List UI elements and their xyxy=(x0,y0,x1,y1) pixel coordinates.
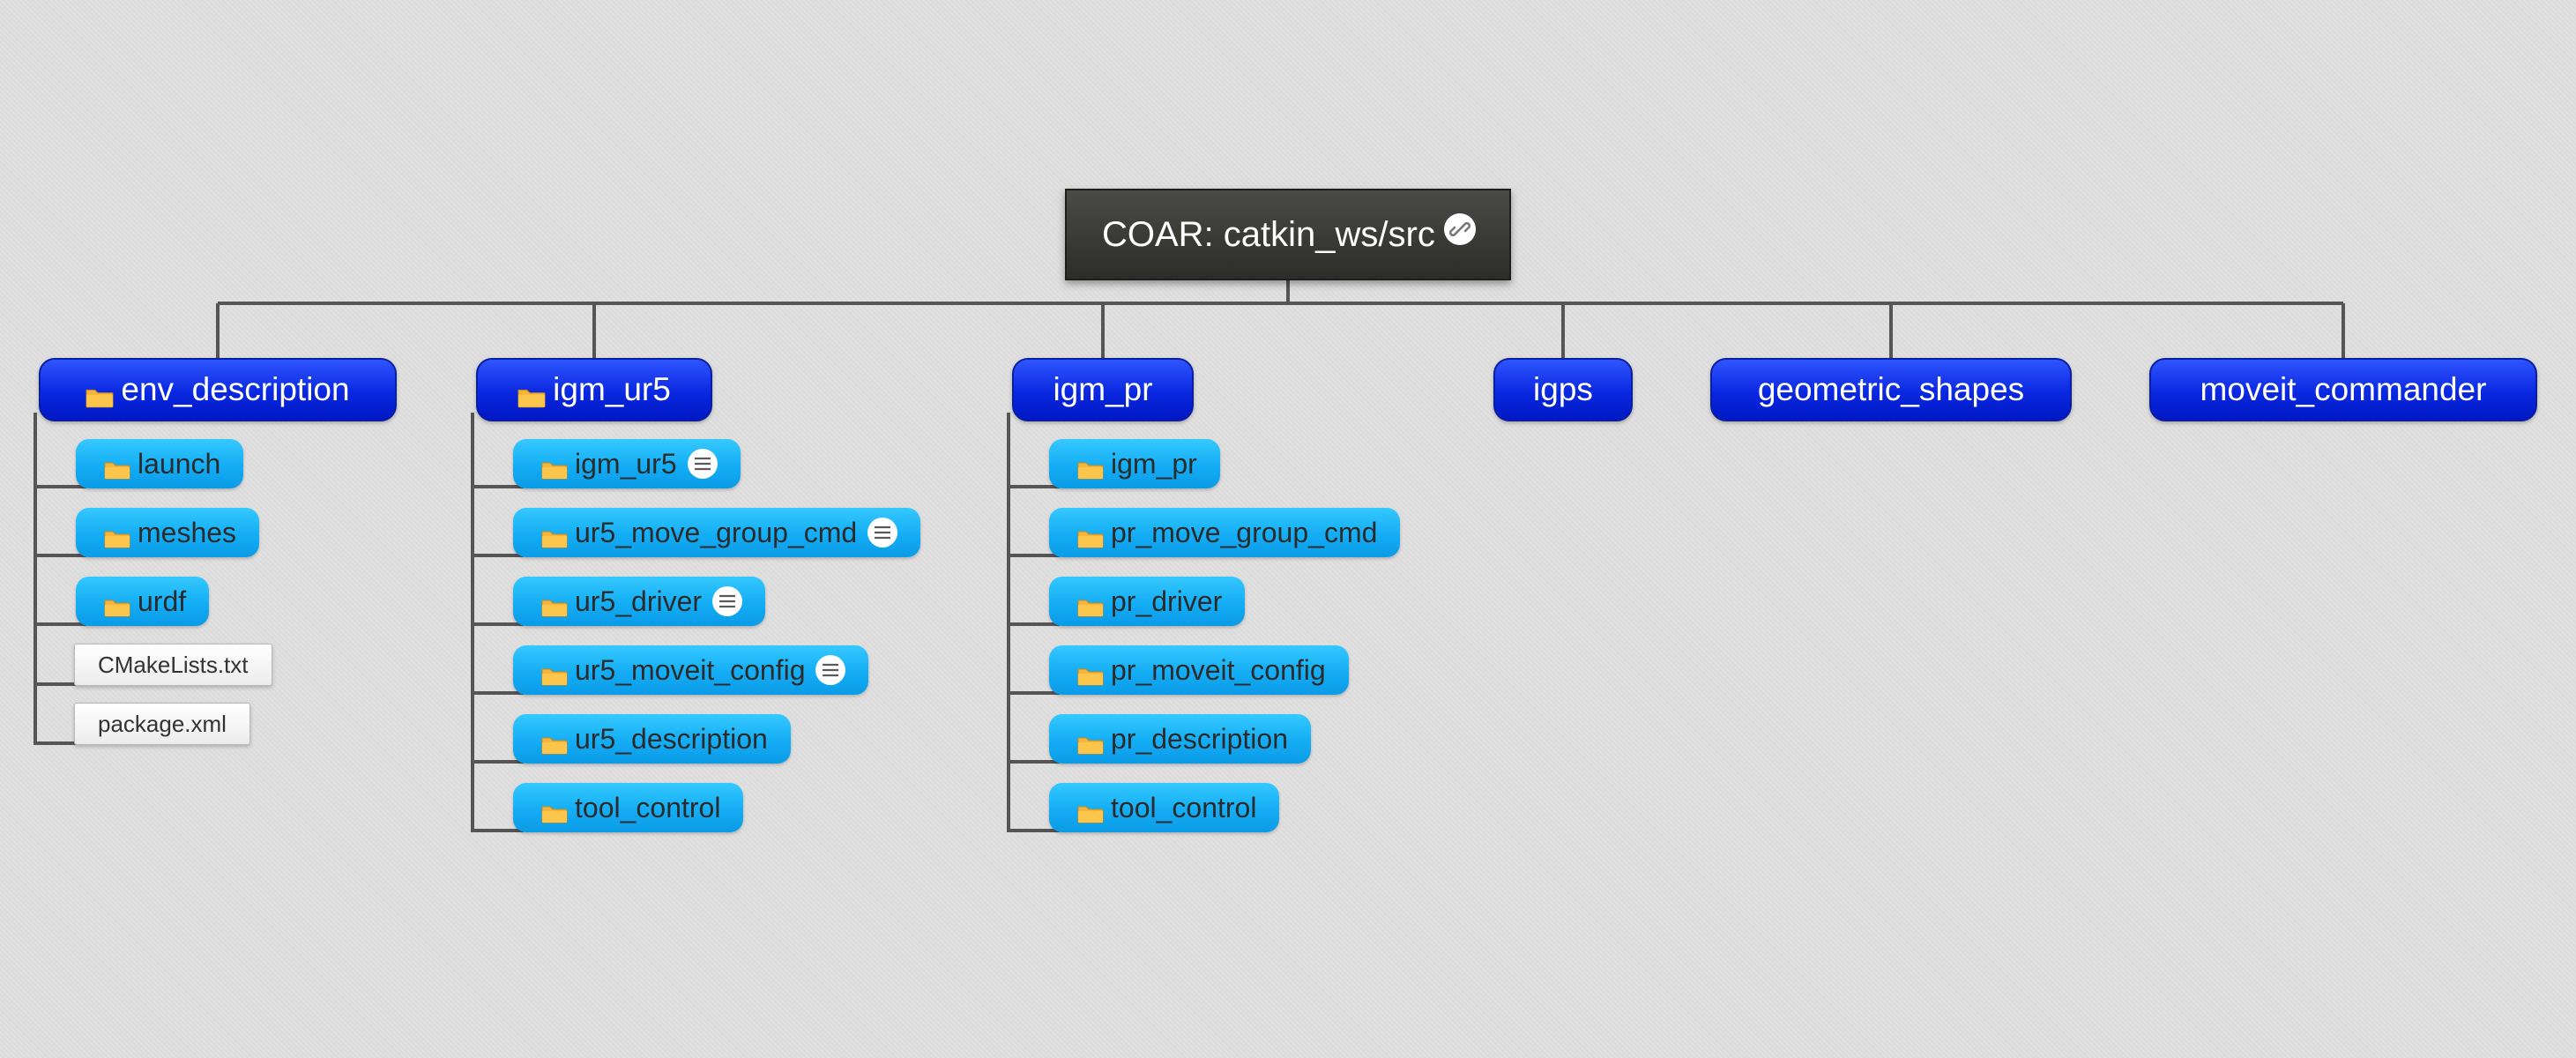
topic-igps[interactable]: igps xyxy=(1493,358,1633,421)
subtopic-label: urdf xyxy=(138,585,187,617)
subtopic-label: pr_moveit_config xyxy=(1111,653,1326,686)
file-cmakelists[interactable]: CMakeLists.txt xyxy=(74,644,272,686)
folder-icon xyxy=(1077,454,1104,480)
subtopic-label: igm_pr xyxy=(1111,447,1197,480)
subtopic-label: ur5_move_group_cmd xyxy=(575,516,858,548)
root-topic[interactable]: COAR: catkin_ws/src xyxy=(1065,189,1511,280)
notes-icon[interactable] xyxy=(867,518,898,548)
subtopic-urdf[interactable]: urdf xyxy=(76,577,210,626)
folder-icon xyxy=(541,523,568,548)
topic-env-description[interactable]: env_description xyxy=(39,358,397,421)
file-label: package.xml xyxy=(98,710,227,737)
folder-icon xyxy=(104,454,130,480)
topic-igm-ur5[interactable]: igm_ur5 xyxy=(476,358,712,421)
folder-icon xyxy=(517,379,546,408)
subtopic-label: ur5_description xyxy=(575,722,768,755)
subtopic-igm-ur5[interactable]: igm_ur5 xyxy=(513,439,741,488)
subtopic-ur5-description[interactable]: ur5_description xyxy=(513,714,791,764)
subtopic-label: launch xyxy=(138,447,221,480)
folder-icon xyxy=(1077,523,1104,548)
folder-icon xyxy=(104,523,130,548)
subtopic-ur5-driver[interactable]: ur5_driver xyxy=(513,577,766,626)
folder-icon xyxy=(541,798,568,823)
subtopic-label: tool_control xyxy=(1111,791,1257,823)
notes-icon[interactable] xyxy=(687,449,718,479)
subtopic-label: pr_description xyxy=(1111,722,1288,755)
topic-label: igm_ur5 xyxy=(553,371,671,407)
subtopic-igm-pr[interactable]: igm_pr xyxy=(1049,439,1220,488)
subtopic-label: meshes xyxy=(138,516,237,548)
folder-icon xyxy=(1077,729,1104,755)
folder-icon xyxy=(1077,798,1104,823)
subtopic-label: igm_ur5 xyxy=(575,447,677,480)
topic-label: moveit_commander xyxy=(2200,371,2487,407)
link-icon[interactable] xyxy=(1443,213,1476,245)
subtopic-label: ur5_moveit_config xyxy=(575,653,806,686)
topic-label: igm_pr xyxy=(1053,371,1153,407)
notes-icon[interactable] xyxy=(712,586,743,616)
subtopic-ur5-moveit-config[interactable]: ur5_moveit_config xyxy=(513,645,869,695)
subtopic-label: tool_control xyxy=(575,791,721,823)
folder-icon xyxy=(541,729,568,755)
folder-icon xyxy=(1077,592,1104,617)
topic-label: igps xyxy=(1533,371,1593,407)
topic-label: geometric_shapes xyxy=(1757,371,2025,407)
subtopic-label: pr_move_group_cmd xyxy=(1111,516,1378,548)
subtopic-pr-moveit-config[interactable]: pr_moveit_config xyxy=(1049,645,1349,695)
folder-icon xyxy=(86,379,114,408)
subtopic-label: ur5_driver xyxy=(575,585,703,617)
subtopic-launch[interactable]: launch xyxy=(76,439,244,488)
folder-icon xyxy=(541,454,568,480)
subtopic-label: pr_driver xyxy=(1111,585,1223,617)
root-topic-label: COAR: catkin_ws/src xyxy=(1102,214,1435,254)
folder-icon xyxy=(541,660,568,686)
subtopic-tool-control[interactable]: tool_control xyxy=(1049,783,1280,832)
folder-icon xyxy=(104,592,130,617)
topic-label: env_description xyxy=(121,371,350,407)
subtopic-pr-description[interactable]: pr_description xyxy=(1049,714,1311,764)
subtopic-pr-driver[interactable]: pr_driver xyxy=(1049,577,1246,626)
subtopic-tool-control[interactable]: tool_control xyxy=(513,783,744,832)
topic-igm-pr[interactable]: igm_pr xyxy=(1012,358,1194,421)
folder-icon xyxy=(1077,660,1104,686)
folder-icon xyxy=(541,592,568,617)
topic-moveit-commander[interactable]: moveit_commander xyxy=(2149,358,2537,421)
subtopic-ur5-move-group-cmd[interactable]: ur5_move_group_cmd xyxy=(513,508,921,557)
topic-geometric-shapes[interactable]: geometric_shapes xyxy=(1710,358,2072,421)
subtopic-meshes[interactable]: meshes xyxy=(76,508,260,557)
notes-icon[interactable] xyxy=(815,655,846,685)
file-package-xml[interactable]: package.xml xyxy=(74,703,250,745)
subtopic-pr-move-group-cmd[interactable]: pr_move_group_cmd xyxy=(1049,508,1401,557)
file-label: CMakeLists.txt xyxy=(98,651,249,678)
